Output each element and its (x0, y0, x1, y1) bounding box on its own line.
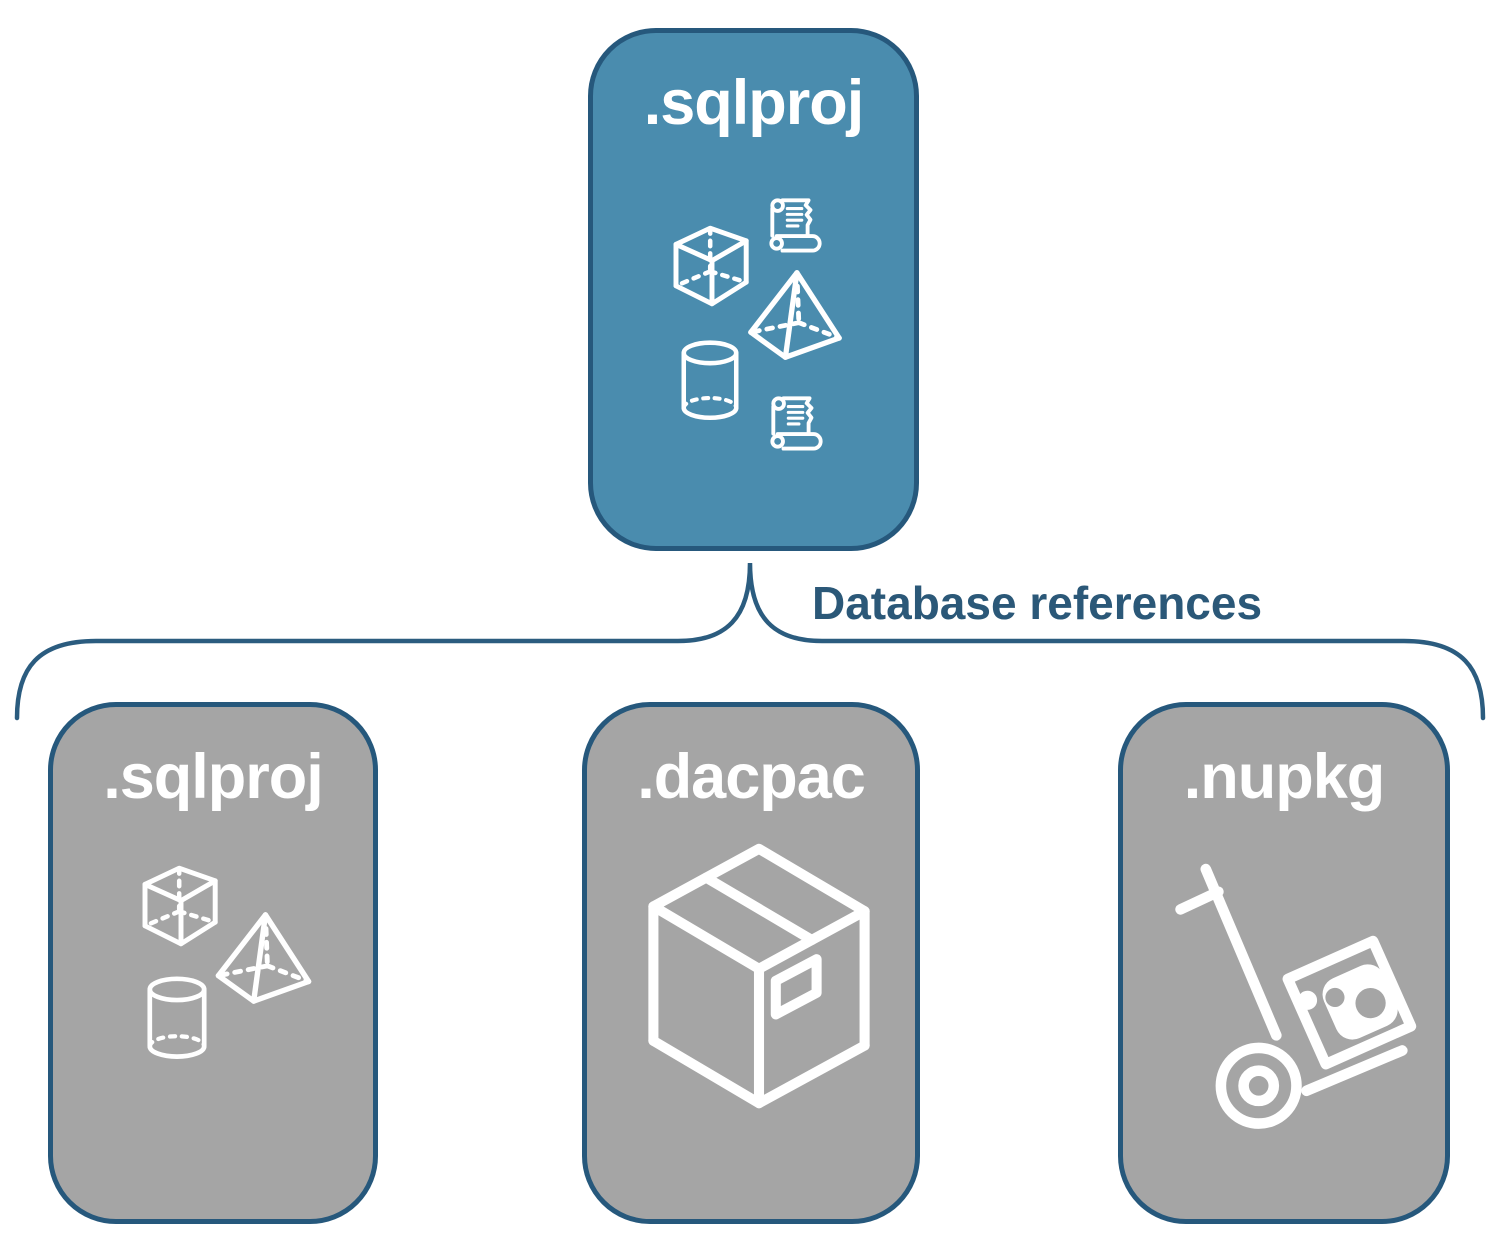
node-sqlproj-main: .sqlproj (588, 28, 919, 551)
node-nupkg-reference: .nupkg (1118, 702, 1450, 1224)
node-dacpac-reference-title: .dacpac (637, 742, 866, 812)
package-icon (653, 849, 864, 1103)
sql-objects-icons (53, 847, 383, 1229)
node-sqlproj-reference: .sqlproj (48, 702, 378, 1224)
node-sqlproj-main-title: .sqlproj (643, 68, 865, 138)
scroll-icon (770, 396, 823, 451)
pyramid-icon (218, 915, 308, 1001)
sql-objects-and-scripts-icons (593, 198, 924, 451)
cylinder-icon (684, 343, 736, 418)
pyramid-icon (751, 273, 839, 357)
nupkg-icon-area (1123, 855, 1455, 1229)
node-nupkg-reference-title: .nupkg (1183, 742, 1385, 812)
node-dacpac-reference: .dacpac (582, 702, 920, 1224)
scroll-icon (769, 198, 822, 253)
node-sqlproj-reference-title: .sqlproj (103, 742, 324, 812)
cube-icon (145, 868, 215, 944)
connector-label: Database references (812, 577, 1263, 629)
dacpac-icon-area (587, 835, 925, 1219)
cylinder-icon (150, 979, 204, 1057)
hand-truck-icon (1181, 869, 1411, 1123)
brace-path (14, 562, 1486, 721)
cube-icon (676, 228, 746, 304)
